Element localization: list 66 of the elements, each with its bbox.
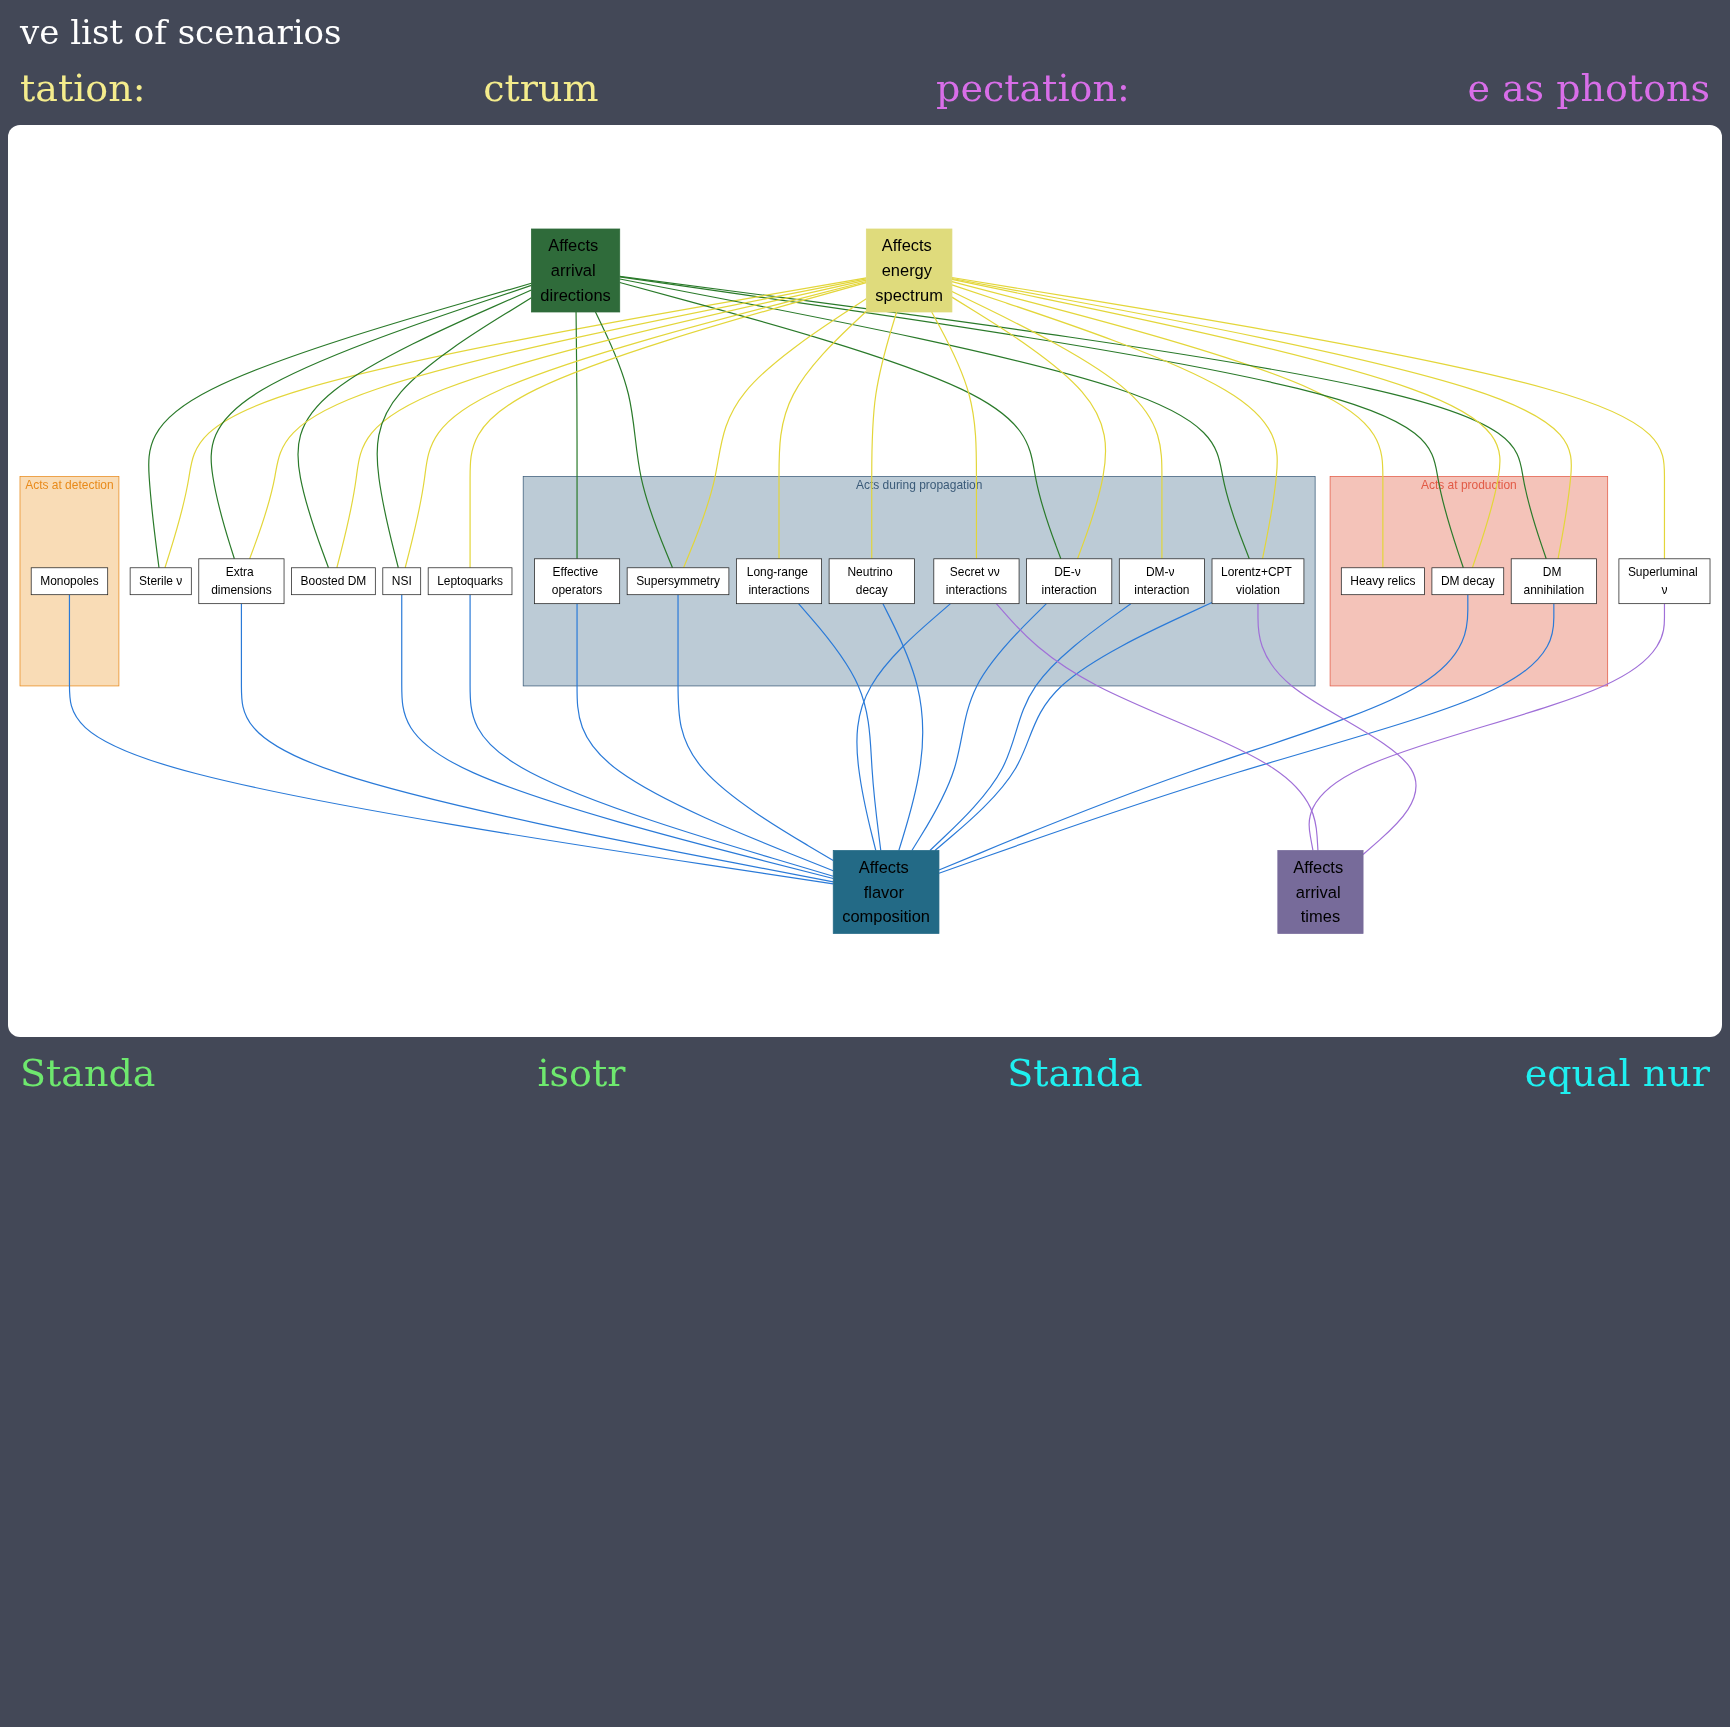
node-box: Supersymmetry bbox=[626, 567, 730, 596]
annotation-text: Standa bbox=[1007, 1050, 1143, 1098]
node-box: Sterile ν bbox=[129, 567, 192, 596]
annotation-text: tation: bbox=[20, 65, 146, 112]
connector bbox=[951, 284, 1278, 560]
connector bbox=[778, 310, 867, 560]
connector bbox=[469, 594, 834, 877]
connector bbox=[882, 603, 924, 852]
connector bbox=[619, 282, 1062, 560]
node-box: Superluminal ν bbox=[1618, 558, 1711, 605]
node-box: Affects arrival times bbox=[1277, 850, 1364, 934]
connector bbox=[594, 311, 674, 569]
connector bbox=[164, 277, 867, 569]
connector bbox=[297, 289, 532, 569]
connector bbox=[951, 291, 1163, 560]
annotation-text: ctrum bbox=[483, 65, 599, 112]
connector bbox=[934, 602, 1213, 852]
connector bbox=[148, 282, 532, 569]
connector bbox=[240, 603, 834, 883]
connector bbox=[1257, 603, 1417, 856]
connector bbox=[682, 298, 867, 569]
node-box: Leptoquarks bbox=[427, 567, 513, 596]
annotation-text: isotr bbox=[537, 1050, 626, 1098]
connector bbox=[68, 594, 834, 885]
connector bbox=[911, 603, 1047, 852]
connector bbox=[995, 603, 1319, 852]
connector bbox=[575, 311, 578, 560]
node-box: Affects flavor composition bbox=[832, 850, 940, 934]
connector bbox=[938, 594, 1469, 871]
annotation-text: Standa bbox=[20, 1050, 156, 1098]
annotation-text: pectation: bbox=[936, 65, 1130, 112]
node-box: DM-ν interaction bbox=[1118, 558, 1205, 605]
connector bbox=[931, 311, 978, 560]
node-box: DE-ν interaction bbox=[1026, 558, 1113, 605]
node-box: DM annihilation bbox=[1510, 558, 1597, 605]
node-box: Monopoles bbox=[30, 567, 109, 596]
node-box: Boosted DM bbox=[291, 567, 376, 596]
node-box: DM decay bbox=[1431, 567, 1505, 596]
connector bbox=[401, 594, 834, 880]
node-box: Affects energy spectrum bbox=[865, 228, 953, 313]
node-box: Extra dimensions bbox=[198, 558, 285, 605]
connector bbox=[871, 311, 898, 560]
connector bbox=[677, 594, 834, 862]
node-box: Effective operators bbox=[534, 558, 621, 605]
node-box: Affects arrival directions bbox=[531, 228, 621, 313]
connector bbox=[951, 296, 1107, 560]
title-text: ve list of scenarios bbox=[20, 12, 343, 52]
connector bbox=[576, 603, 834, 872]
node-box: Long-range interactions bbox=[736, 558, 822, 605]
connector bbox=[929, 603, 1132, 852]
connector bbox=[856, 603, 952, 852]
connector bbox=[1308, 603, 1666, 852]
connector bbox=[938, 603, 1555, 874]
connector bbox=[210, 284, 532, 560]
connector bbox=[376, 297, 532, 569]
node-box: Heavy relics bbox=[1340, 567, 1425, 596]
node-box: Lorentz+CPT violation bbox=[1211, 558, 1305, 605]
connector bbox=[249, 278, 867, 560]
annotation-text: equal nur bbox=[1524, 1050, 1710, 1098]
node-box: NSI bbox=[382, 567, 422, 596]
node-box: Secret νν interactions bbox=[933, 558, 1020, 605]
node-box: Neutrino decay bbox=[828, 558, 915, 605]
annotation-text: e as photons bbox=[1467, 65, 1710, 112]
connector bbox=[797, 603, 882, 852]
connector bbox=[951, 281, 1384, 569]
connector bbox=[619, 278, 1250, 560]
